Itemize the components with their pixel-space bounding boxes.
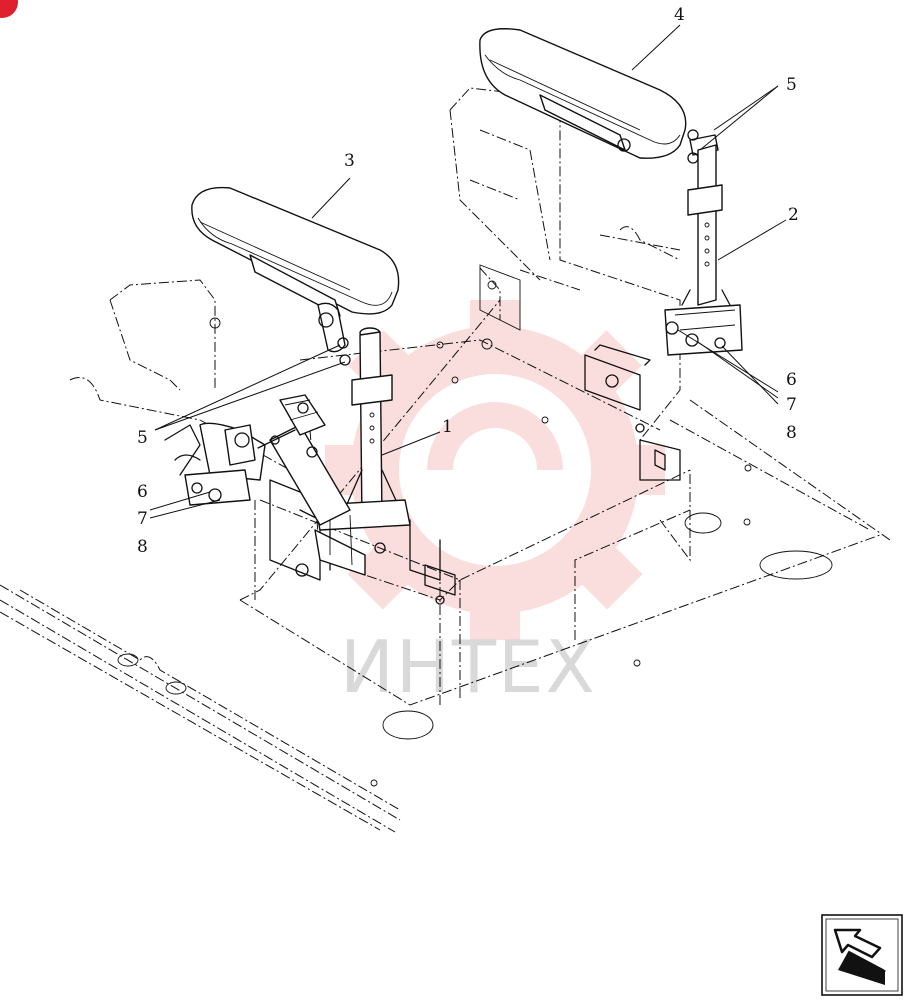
seat-bracket-left-phantom bbox=[69, 279, 291, 471]
seat-bracket-right-phantom bbox=[449, 87, 681, 441]
armrest-post-left bbox=[314, 327, 411, 576]
callout-5-left: 5 bbox=[137, 428, 148, 448]
callout-5-right: 5 bbox=[786, 75, 797, 95]
corner-badge bbox=[0, 0, 18, 18]
callout-7-right: 7 bbox=[786, 395, 797, 415]
callout-6-left: 6 bbox=[137, 482, 148, 502]
armrest-left bbox=[191, 186, 400, 366]
callout-8-right: 8 bbox=[786, 423, 797, 443]
callout-6-right: 6 bbox=[786, 370, 797, 390]
floor-phantom bbox=[0, 299, 891, 833]
watermark-text: ИНТЕХ bbox=[340, 625, 597, 709]
callout-8-left: 8 bbox=[137, 537, 148, 557]
callout-3: 3 bbox=[344, 151, 355, 171]
callout-2: 2 bbox=[788, 205, 799, 225]
return-arrow-icon[interactable] bbox=[821, 914, 903, 996]
callout-1: 1 bbox=[442, 417, 453, 437]
left-linkage bbox=[164, 394, 351, 526]
armrest-right bbox=[479, 28, 687, 159]
callout-4: 4 bbox=[674, 5, 685, 25]
callout-7-left: 7 bbox=[137, 509, 148, 529]
leader-lines bbox=[149, 24, 787, 519]
callout-labels: 3 4 5 2 1 6 7 8 5 6 7 8 bbox=[137, 5, 799, 557]
armrest-post-right bbox=[664, 129, 743, 356]
